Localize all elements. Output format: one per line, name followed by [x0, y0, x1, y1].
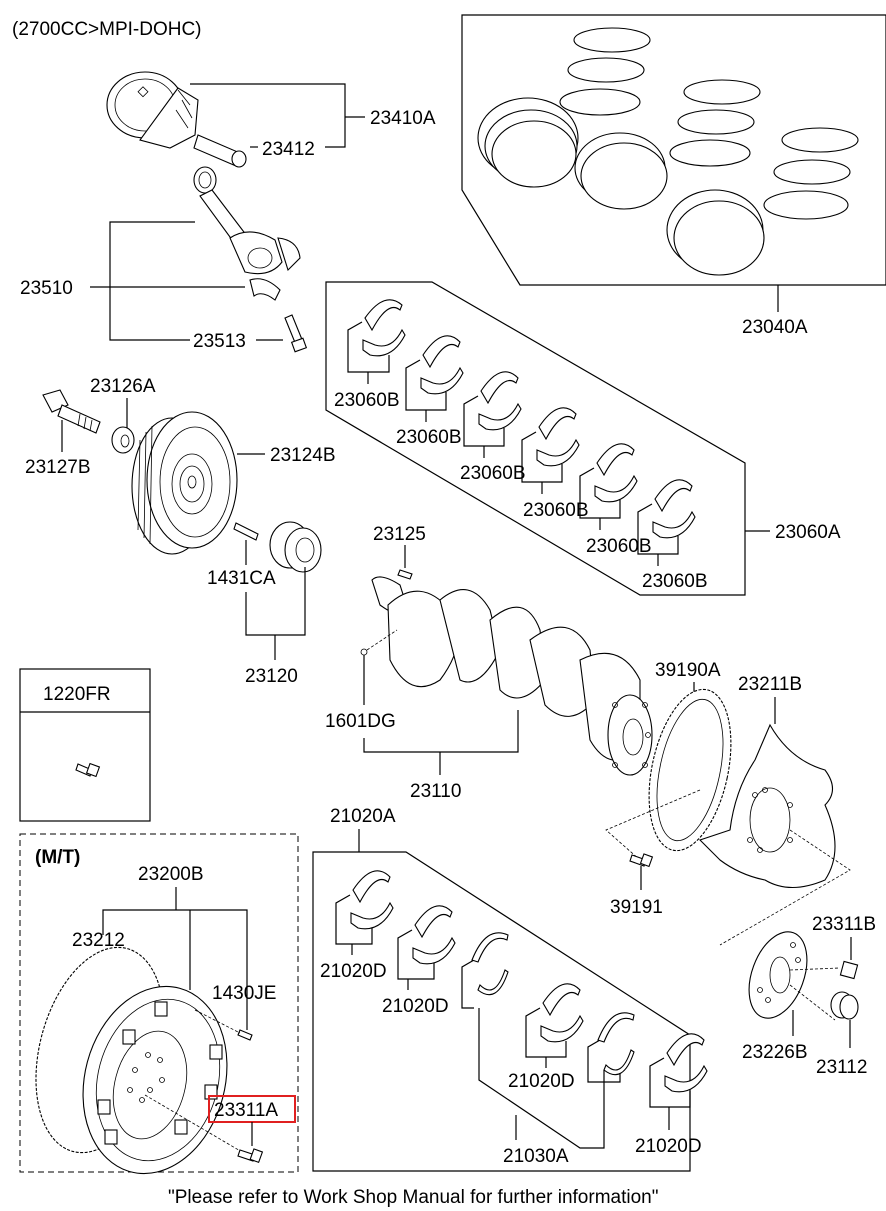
callout-23060B-3[interactable]: 23060B — [460, 463, 526, 484]
thrust-bearing-shell-1-icon[interactable] — [335, 870, 394, 945]
flywheel-bolt-39191-icon[interactable] — [629, 853, 654, 868]
main-bearing-set-box — [325, 281, 746, 596]
reluctor-ring-icon[interactable] — [636, 682, 744, 858]
main-bearing-shell-5-icon[interactable] — [579, 443, 638, 519]
drive-plate-icon[interactable] — [698, 723, 836, 888]
main-bearing-shell-1-icon[interactable] — [347, 299, 406, 373]
callout-23127B[interactable]: 23127B — [25, 457, 91, 478]
thrust-washer-1-icon[interactable] — [461, 932, 509, 1009]
main-bearing-shell-2-icon[interactable] — [405, 335, 464, 411]
rod-bearing-cap-icon[interactable] — [249, 278, 281, 301]
callout-1430JE[interactable]: 1430JE — [212, 983, 276, 1004]
plug-bolt-icon[interactable] — [75, 762, 101, 778]
main-bearing-shell-3-icon[interactable] — [463, 371, 522, 447]
callout-23412[interactable]: 23412 — [262, 139, 315, 160]
callout-21020D-4[interactable]: 21020D — [635, 1136, 702, 1157]
callout-21030A[interactable]: 21030A — [503, 1146, 569, 1167]
callout-23060B-1[interactable]: 23060B — [334, 390, 400, 411]
callout-23060B-5[interactable]: 23060B — [586, 536, 652, 557]
engine-title: (2700CC>MPI-DOHC) — [12, 19, 202, 40]
mt-label: (M/T) — [35, 847, 80, 868]
callout-23200B[interactable]: 23200B — [138, 864, 204, 885]
piston-ring-set-box — [461, 14, 886, 286]
callout-21020A[interactable]: 21020A — [330, 806, 396, 827]
main-bearing-shell-4-icon[interactable] — [521, 407, 580, 483]
crankshaft-icon[interactable] — [371, 576, 653, 776]
callout-23060B-4[interactable]: 23060B — [523, 500, 589, 521]
flywheel-bolt-23311B-icon[interactable] — [839, 960, 859, 980]
main-bearing-shell-6-icon[interactable] — [637, 479, 696, 555]
timing-sprocket-icon[interactable] — [269, 521, 322, 573]
callout-1220FR[interactable]: 1220FR — [43, 684, 111, 705]
callout-23212[interactable]: 23212 — [72, 930, 125, 951]
thrust-bearing-shell-4-icon[interactable] — [649, 1033, 708, 1108]
rod-bolt-icon[interactable] — [284, 314, 308, 353]
callout-23040A[interactable]: 23040A — [742, 317, 808, 338]
callout-23410A[interactable]: 23410A — [370, 108, 436, 129]
callout-23311B[interactable]: 23311B — [812, 914, 876, 935]
callout-23060A[interactable]: 23060A — [775, 522, 841, 543]
callout-23311A[interactable]: 23311A — [214, 1100, 278, 1121]
thrust-bearing-shell-2-icon[interactable] — [397, 905, 456, 980]
callout-23110[interactable]: 23110 — [410, 781, 461, 802]
callout-23125[interactable]: 23125 — [373, 524, 426, 545]
callout-1431CA[interactable]: 1431CA — [207, 568, 276, 589]
callout-21020D-1[interactable]: 21020D — [320, 961, 387, 982]
pilot-bushing-icon[interactable] — [830, 991, 859, 1020]
thrust-bearing-shell-3-icon[interactable] — [525, 983, 584, 1058]
callout-23513[interactable]: 23513 — [193, 331, 246, 352]
callout-23211B[interactable]: 23211B — [738, 674, 802, 695]
pulley-bolt-icon[interactable] — [42, 389, 101, 434]
piston-pin-icon[interactable] — [193, 134, 247, 168]
callout-23060B-6[interactable]: 23060B — [642, 571, 708, 592]
connecting-rod-icon[interactable] — [193, 166, 301, 275]
woodruff-key-icon[interactable] — [397, 569, 413, 580]
callout-23510[interactable]: 23510 — [20, 278, 73, 299]
damper-pulley-icon[interactable] — [131, 411, 238, 555]
callout-39190A[interactable]: 39190A — [655, 660, 721, 681]
footer-note: "Please refer to Work Shop Manual for fu… — [168, 1187, 658, 1208]
callout-21020D-2[interactable]: 21020D — [382, 996, 449, 1017]
callout-23226B[interactable]: 23226B — [742, 1042, 808, 1063]
flywheel-bolt-23311A-icon[interactable] — [237, 1148, 264, 1164]
callout-23120[interactable]: 23120 — [245, 666, 298, 687]
callout-1601DG[interactable]: 1601DG — [325, 711, 396, 732]
piston-assembly-icon[interactable] — [106, 71, 199, 149]
callout-23124B[interactable]: 23124B — [270, 445, 336, 466]
dowel-1430JE-icon[interactable] — [237, 1029, 253, 1041]
washer-icon[interactable] — [111, 426, 135, 454]
plug-1220FR-box — [19, 668, 151, 822]
thrust-washer-2-icon[interactable] — [587, 1012, 635, 1083]
callout-39191[interactable]: 39191 — [610, 897, 663, 918]
callout-23060B-2[interactable]: 23060B — [396, 427, 462, 448]
piston-rings-icon[interactable] — [477, 27, 859, 276]
callout-23112[interactable]: 23112 — [816, 1057, 867, 1078]
adapter-plate-icon[interactable] — [738, 924, 818, 1026]
callout-21020D-3[interactable]: 21020D — [508, 1071, 575, 1092]
key-pin-icon[interactable] — [233, 522, 259, 541]
dowel-pin-icon[interactable] — [360, 648, 368, 656]
callout-23126A[interactable]: 23126A — [90, 376, 156, 397]
